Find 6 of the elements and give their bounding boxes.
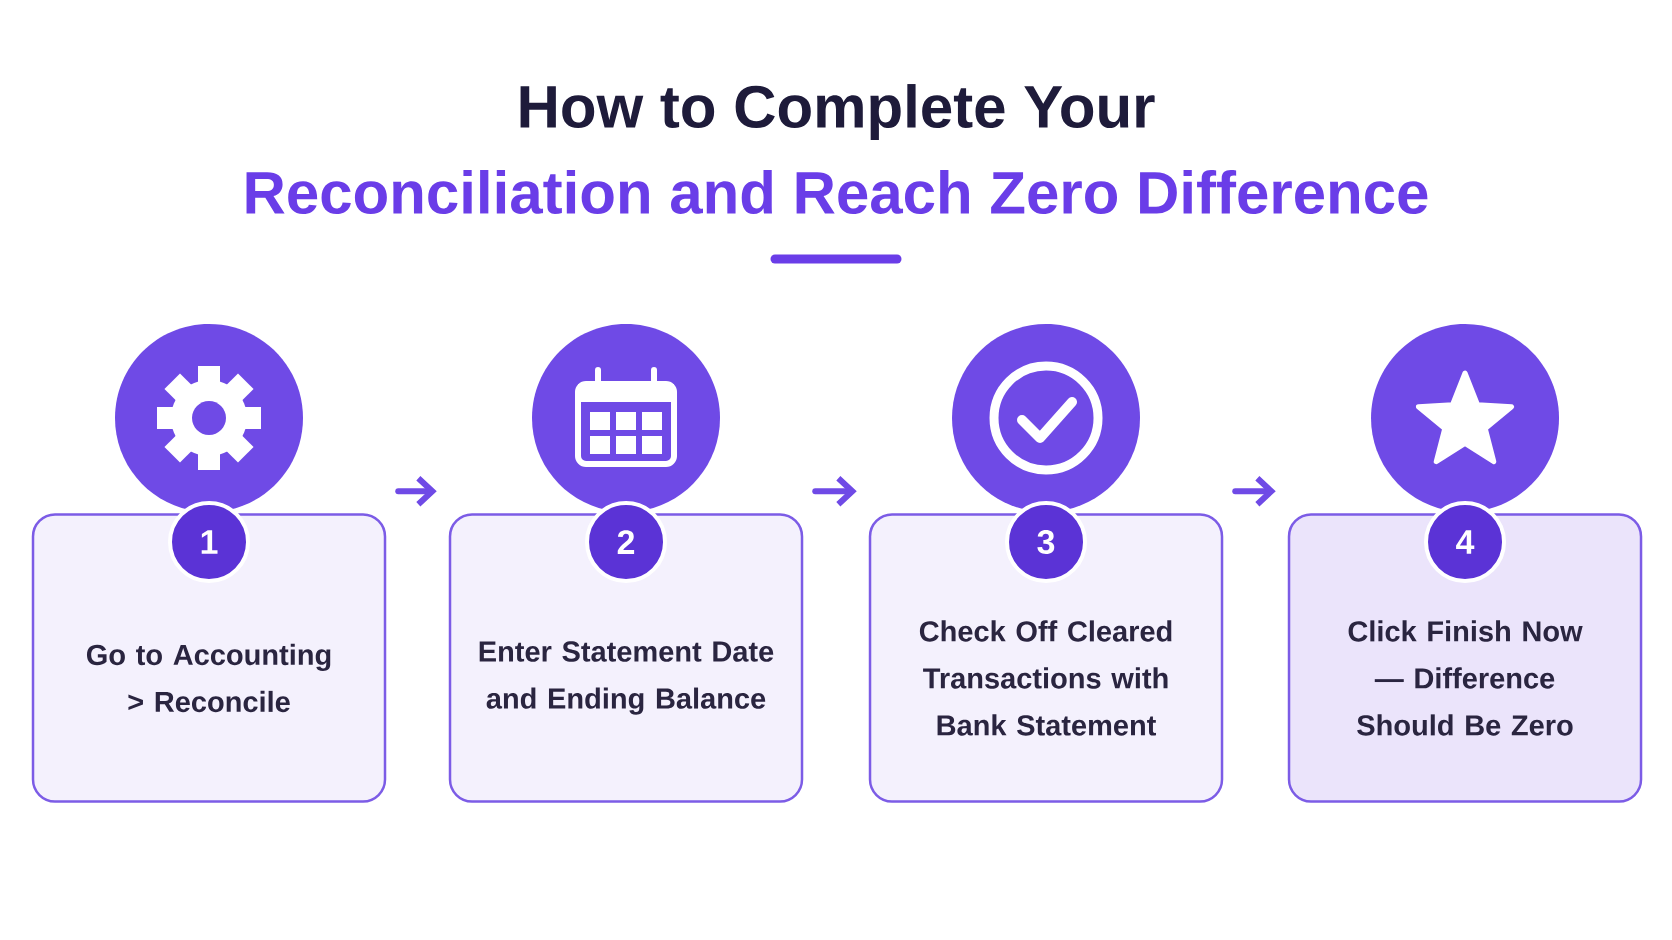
number-badge: 1 — [168, 501, 250, 583]
number-badge: 4 — [1424, 501, 1506, 583]
number-badge: 2 — [585, 501, 667, 583]
number-badge: 3 — [1005, 501, 1087, 583]
title: How to Complete Your — [520, 84, 1155, 140]
subtitle: Reconciliation and Reach Zero Difference — [246, 170, 1428, 215]
